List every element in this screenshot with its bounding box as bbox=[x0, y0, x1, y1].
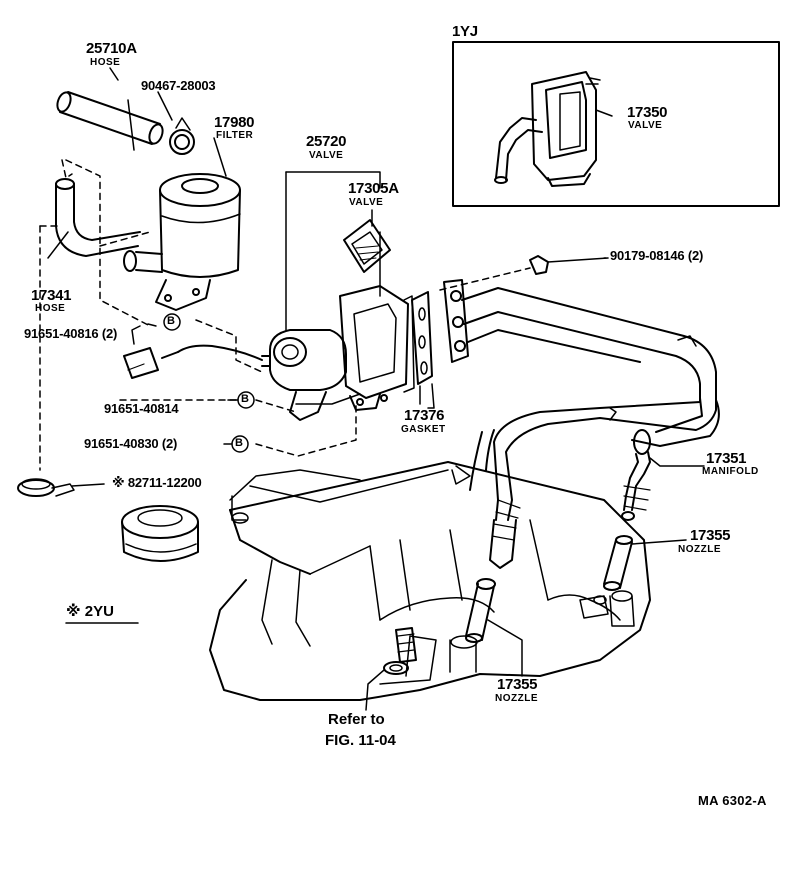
marker-b-40816-letter: B bbox=[167, 315, 175, 327]
leader-lines bbox=[47, 67, 705, 711]
part-82711-number: ※ 82711-12200 bbox=[112, 475, 202, 490]
marker-b-40816 bbox=[163, 313, 181, 331]
part-91651-40814-number: 91651-40814 bbox=[104, 401, 179, 416]
manifold-17351-drawing bbox=[461, 287, 720, 569]
part-17376-number: 17376 bbox=[404, 407, 445, 424]
hose-17341-drawing bbox=[39, 159, 151, 471]
part-17980-number: 17980 bbox=[214, 114, 255, 131]
marker-b-40830-letter: B bbox=[235, 437, 243, 449]
hose-25710a-drawing bbox=[56, 91, 164, 151]
bolt-dash-40814 bbox=[255, 399, 297, 413]
marker-b-40814-letter: B bbox=[241, 393, 249, 405]
part-17355-right-name: NOZZLE bbox=[678, 544, 721, 555]
manifold-flange-drawing bbox=[443, 279, 469, 363]
part-17355-lower-number: 17355 bbox=[497, 676, 538, 693]
stud-fitting-drawing bbox=[383, 627, 417, 675]
cylinder-head-drawing bbox=[209, 461, 651, 701]
figure-code: MA 6302-A bbox=[698, 793, 767, 808]
valve-17350-drawing bbox=[494, 71, 601, 187]
part-91651-40830-number: 91651-40830 (2) bbox=[84, 436, 178, 451]
part-17350-name: VALVE bbox=[628, 120, 663, 131]
nozzle-17355-right-drawing bbox=[603, 535, 633, 591]
refer-to-line1: Refer to bbox=[328, 711, 385, 728]
nut-90179-drawing bbox=[439, 255, 609, 291]
filter-17980-drawing bbox=[123, 173, 241, 311]
variant-1yj-box bbox=[452, 41, 780, 207]
nozzle-17355-lower-drawing bbox=[465, 578, 496, 643]
part-90467-number: 90467-28003 bbox=[141, 78, 216, 93]
part-25710a-name: HOSE bbox=[90, 57, 121, 68]
part-17305a-number: 17305A bbox=[348, 180, 399, 197]
clamp-82711-drawing bbox=[17, 478, 75, 497]
part-17355-right-number: 17355 bbox=[690, 527, 731, 544]
valve-17305a-drawing bbox=[343, 219, 391, 273]
sensor-connector-drawing bbox=[123, 325, 263, 379]
valve-25720-drawing bbox=[261, 285, 415, 421]
marker-b-40830 bbox=[231, 435, 249, 453]
leader-25720-top bbox=[285, 171, 381, 189]
gasket-17376-drawing bbox=[411, 291, 433, 405]
clamp-90467-drawing bbox=[169, 117, 195, 155]
part-17351-name: MANIFOLD bbox=[702, 466, 759, 477]
refer-to-line2: FIG. 11-04 bbox=[325, 732, 396, 749]
part-17341-name: HOSE bbox=[35, 303, 66, 314]
bolt-dash-40816 bbox=[195, 319, 263, 373]
part-25720-number: 25720 bbox=[306, 133, 347, 150]
variant-1yj-label: 1YJ bbox=[452, 23, 478, 40]
part-91651-40816-number: 91651-40816 (2) bbox=[24, 326, 118, 341]
part-25720-name: VALVE bbox=[309, 150, 344, 161]
part-90179-number: 90179-08146 (2) bbox=[610, 248, 704, 263]
bolt-dash-40830 bbox=[255, 403, 357, 457]
part-17351-number: 17351 bbox=[706, 450, 747, 467]
oil-filler-cap-drawing bbox=[121, 505, 199, 562]
part-17355-lower-name: NOZZLE bbox=[495, 693, 538, 704]
part-17980-name: FILTER bbox=[216, 130, 254, 141]
part-25710a-number: 25710A bbox=[86, 40, 137, 57]
part-17341-number: 17341 bbox=[31, 287, 72, 304]
part-17376-name: GASKET bbox=[401, 424, 446, 435]
part-17350-number: 17350 bbox=[627, 104, 668, 121]
marker-b-40814 bbox=[237, 391, 255, 409]
part-17305a-name: VALVE bbox=[349, 197, 384, 208]
variant-2yu-note: ※ 2YU bbox=[66, 603, 114, 620]
